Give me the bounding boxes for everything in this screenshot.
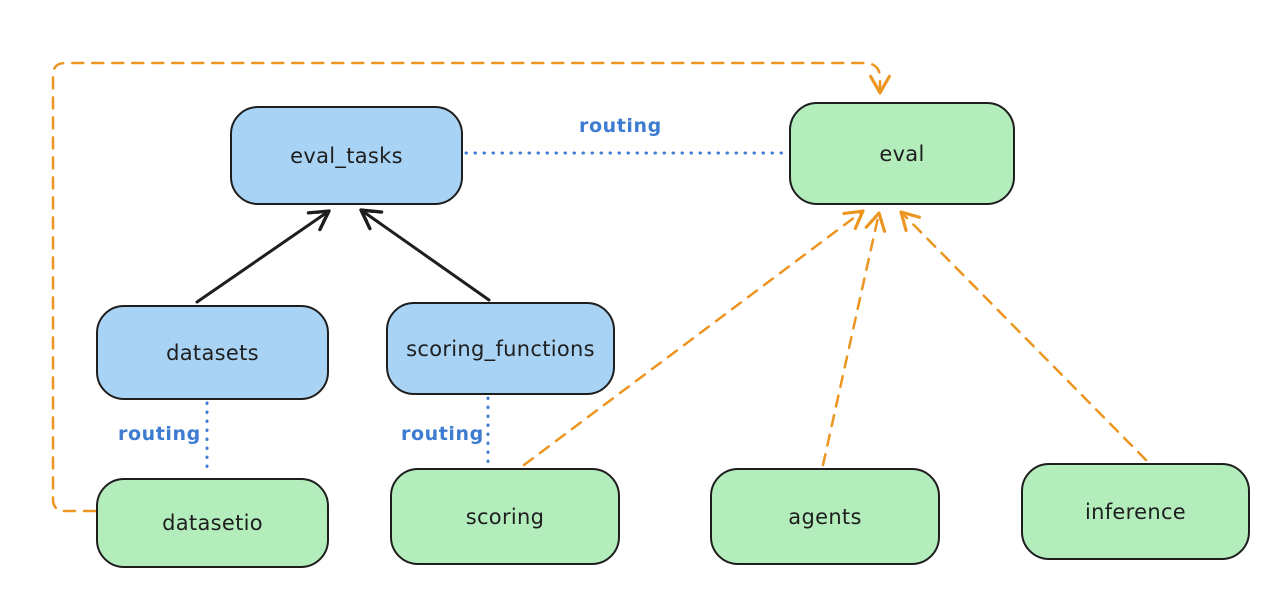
node-agents: agents [710, 468, 940, 565]
edge-scoring-to-eval [522, 209, 865, 467]
edge-label-routing-scoring-functions-scoring: routing [401, 423, 484, 445]
node-label: scoring_functions [406, 336, 595, 361]
edge-inference-to-eval [899, 210, 1148, 462]
edge-scoring-functions-to-eval-tasks [359, 208, 491, 302]
node-label: datasets [166, 340, 259, 365]
node-scoring: scoring [390, 468, 620, 565]
node-datasets: datasets [96, 305, 329, 400]
node-datasetio: datasetio [96, 478, 329, 568]
node-label: agents [788, 504, 862, 529]
node-label: inference [1084, 499, 1187, 524]
node-label: datasetio [162, 511, 263, 535]
node-scoring-functions: scoring_functions [386, 302, 615, 395]
edge-agents-to-eval [821, 211, 887, 467]
node-label: eval_tasks [290, 143, 403, 168]
node-label: eval [879, 141, 925, 166]
edge-datasetio-to-eval [51, 61, 891, 513]
edge-label-routing-eval-tasks-eval: routing [579, 115, 662, 137]
edge-label-routing-datasets-datasetio: routing [118, 423, 201, 445]
edge-datasets-to-eval-tasks [195, 209, 331, 304]
node-label: scoring [465, 504, 545, 529]
node-eval: eval [789, 102, 1015, 205]
node-eval-tasks: eval_tasks [230, 106, 463, 205]
node-inference: inference [1021, 463, 1250, 560]
